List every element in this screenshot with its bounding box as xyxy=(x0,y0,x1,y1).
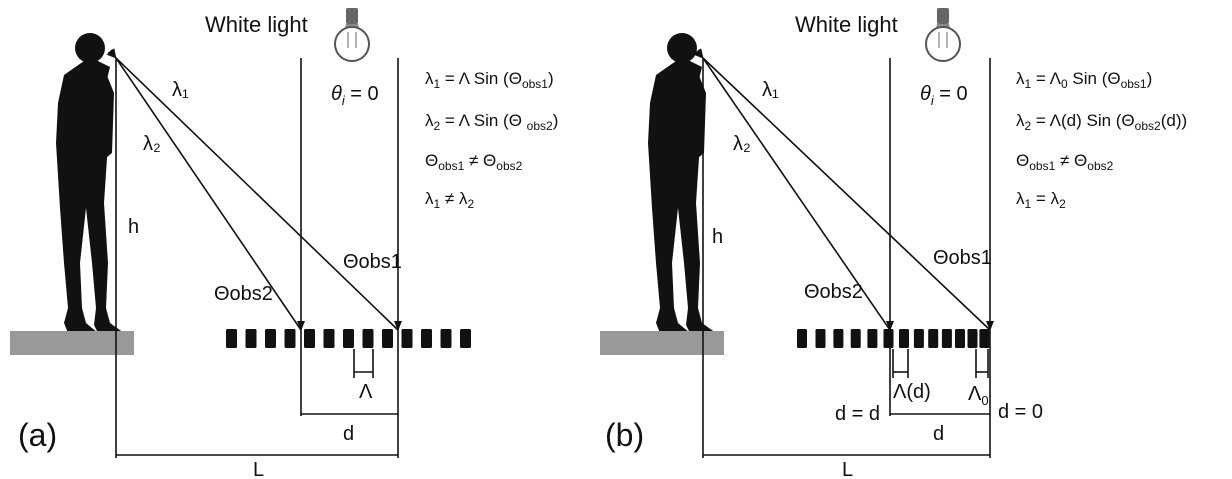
grating-bar xyxy=(928,329,939,348)
h-label: h xyxy=(712,226,723,248)
grating-bar xyxy=(979,329,990,348)
d-eq-d-label: d = d xyxy=(835,403,880,425)
theta-obs1-label: Θobs1 xyxy=(933,247,992,269)
equation: λ1 = Λ Sin (Θobs1) xyxy=(425,69,554,91)
grating-bar xyxy=(421,329,432,348)
panel-b-title: White light xyxy=(795,12,898,37)
L-label: L xyxy=(842,459,853,479)
grating-bar xyxy=(899,329,909,348)
grating-bar xyxy=(867,329,878,348)
period-label: Λ xyxy=(359,381,373,403)
theta-obs2-label: Θobs2 xyxy=(804,281,863,303)
L-label: L xyxy=(253,459,264,479)
theta-i-label: θi = 0 xyxy=(920,83,968,108)
person-silhouette-icon xyxy=(648,33,716,333)
panel-b: White light h θi = 0 λ₁ λ₂ Θobs1 Θobs2 Λ… xyxy=(600,7,1187,479)
d-label: d xyxy=(933,423,944,445)
grating-bar xyxy=(304,329,315,348)
lambda2-label: λ₂ xyxy=(143,133,161,155)
standing-platform xyxy=(600,331,724,355)
theta-i-label: θi = 0 xyxy=(331,83,379,108)
grating-bar xyxy=(440,329,452,348)
equation: λ1 ≠ λ2 xyxy=(425,189,474,211)
grating-bar xyxy=(797,329,807,348)
equation: λ2 = Λ Sin (Θ obs2) xyxy=(425,111,558,133)
grating-bar xyxy=(850,329,861,348)
light-bulb-icon xyxy=(334,7,370,62)
grating-bar xyxy=(245,329,257,348)
person-silhouette-icon xyxy=(56,33,124,333)
d-label: d xyxy=(343,423,354,445)
equation: λ2 = Λ(d) Sin (Θobs2(d)) xyxy=(1016,111,1187,133)
grating-bar xyxy=(913,329,924,348)
grating-bar xyxy=(955,329,965,348)
equation: Θobs1 ≠ Θobs2 xyxy=(1016,151,1114,173)
grating-bar xyxy=(967,329,978,348)
grating-bar xyxy=(883,329,894,348)
panel-a: White light h θi = 0 λ₁ λ₂ Θobs1 Θobs2 Λ… xyxy=(10,7,558,479)
period-d-label: Λ(d) xyxy=(893,381,931,403)
diffracted-ray-lambda2 xyxy=(107,48,302,331)
grating-bar xyxy=(226,329,237,348)
lambda2-label: λ₂ xyxy=(733,133,751,155)
equations-a: λ1 = Λ Sin (Θobs1) λ2 = Λ Sin (Θ obs2) Θ… xyxy=(425,69,558,211)
theta-obs1-label: Θobs1 xyxy=(343,251,402,273)
grating-bar xyxy=(265,329,276,348)
panel-a-label: (a) xyxy=(18,417,57,453)
diffracted-ray-lambda1 xyxy=(106,48,399,331)
light-bulb-icon xyxy=(925,7,961,62)
theta-obs2-label: Θobs2 xyxy=(214,283,273,305)
grating-bar xyxy=(460,329,471,348)
equation: λ1 = λ2 xyxy=(1016,189,1066,211)
grating-bar xyxy=(401,329,413,348)
grating-bar xyxy=(382,329,393,348)
grating-bar xyxy=(941,329,952,348)
diffracted-ray-lambda2 xyxy=(694,48,891,331)
h-label: h xyxy=(128,216,139,238)
standing-platform xyxy=(10,331,134,355)
lambda1-label: λ₁ xyxy=(172,79,189,101)
grating-bar xyxy=(284,329,296,348)
grating-uniform xyxy=(226,329,471,348)
panel-a-title: White light xyxy=(205,12,308,37)
equations-b: λ1 = Λ0 Sin (Θobs1) λ2 = Λ(d) Sin (Θobs2… xyxy=(1016,69,1187,211)
equation: Θobs1 ≠ Θobs2 xyxy=(425,151,523,173)
panel-b-label: (b) xyxy=(605,417,644,453)
grating-bar xyxy=(362,329,374,348)
grating-bar xyxy=(815,329,826,348)
equation: λ1 = Λ0 Sin (Θobs1) xyxy=(1016,69,1152,91)
grating-chirped xyxy=(797,329,990,348)
diffracted-ray-lambda1 xyxy=(693,48,991,331)
grating-bar xyxy=(343,329,354,348)
lambda1-label: λ₁ xyxy=(762,79,779,101)
grating-bar xyxy=(833,329,844,348)
grating-bar xyxy=(323,329,335,348)
period-0-label: Λ0 xyxy=(968,383,989,408)
d-eq-0-label: d = 0 xyxy=(998,401,1043,423)
